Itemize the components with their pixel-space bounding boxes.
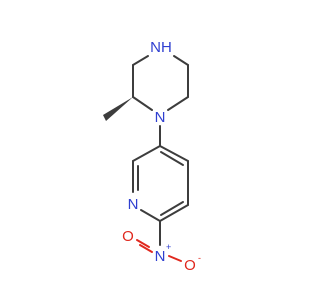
nitro-n-positive-charge: + bbox=[166, 242, 171, 252]
bond-c5-n4 bbox=[173, 55, 189, 66]
nitro-o-negative-charge: - bbox=[198, 253, 201, 263]
bond-py-c3-c2 bbox=[132, 145, 161, 162]
bond-nitro-o-top-1 bbox=[136, 239, 150, 248]
atom-pyridine-n-label: N bbox=[128, 196, 139, 213]
piperazine-ring bbox=[132, 55, 189, 111]
bond-py-n1-c6 bbox=[140, 209, 161, 222]
pyridine-ring bbox=[132, 145, 189, 222]
atom-nitro-n-label: N bbox=[155, 248, 166, 265]
bond-py-c6-c5 bbox=[159, 204, 189, 222]
bond-n1-c6 bbox=[167, 96, 189, 111]
bond-c2-n1 bbox=[132, 96, 153, 111]
bond-n4-c3 bbox=[132, 55, 149, 66]
atom-nitro-o-top-label: O bbox=[122, 228, 134, 245]
molecule-structure-diagram: NH N N N + O O - bbox=[103, 39, 201, 274]
atom-n1-label: N bbox=[155, 109, 166, 126]
bond-nitro-o-right bbox=[168, 255, 182, 262]
atom-nitro-o-right-label: O bbox=[184, 257, 196, 274]
methyl-wedge-bond bbox=[103, 97, 133, 121]
bond-py-c4-c3 bbox=[159, 145, 189, 162]
bond-py-c4-c3-inner bbox=[160, 151, 184, 166]
bond-nitro-o-top-2 bbox=[139, 244, 153, 253]
atom-nh-label: NH bbox=[150, 39, 172, 56]
bond-py-c6-c5-inner bbox=[160, 201, 184, 216]
